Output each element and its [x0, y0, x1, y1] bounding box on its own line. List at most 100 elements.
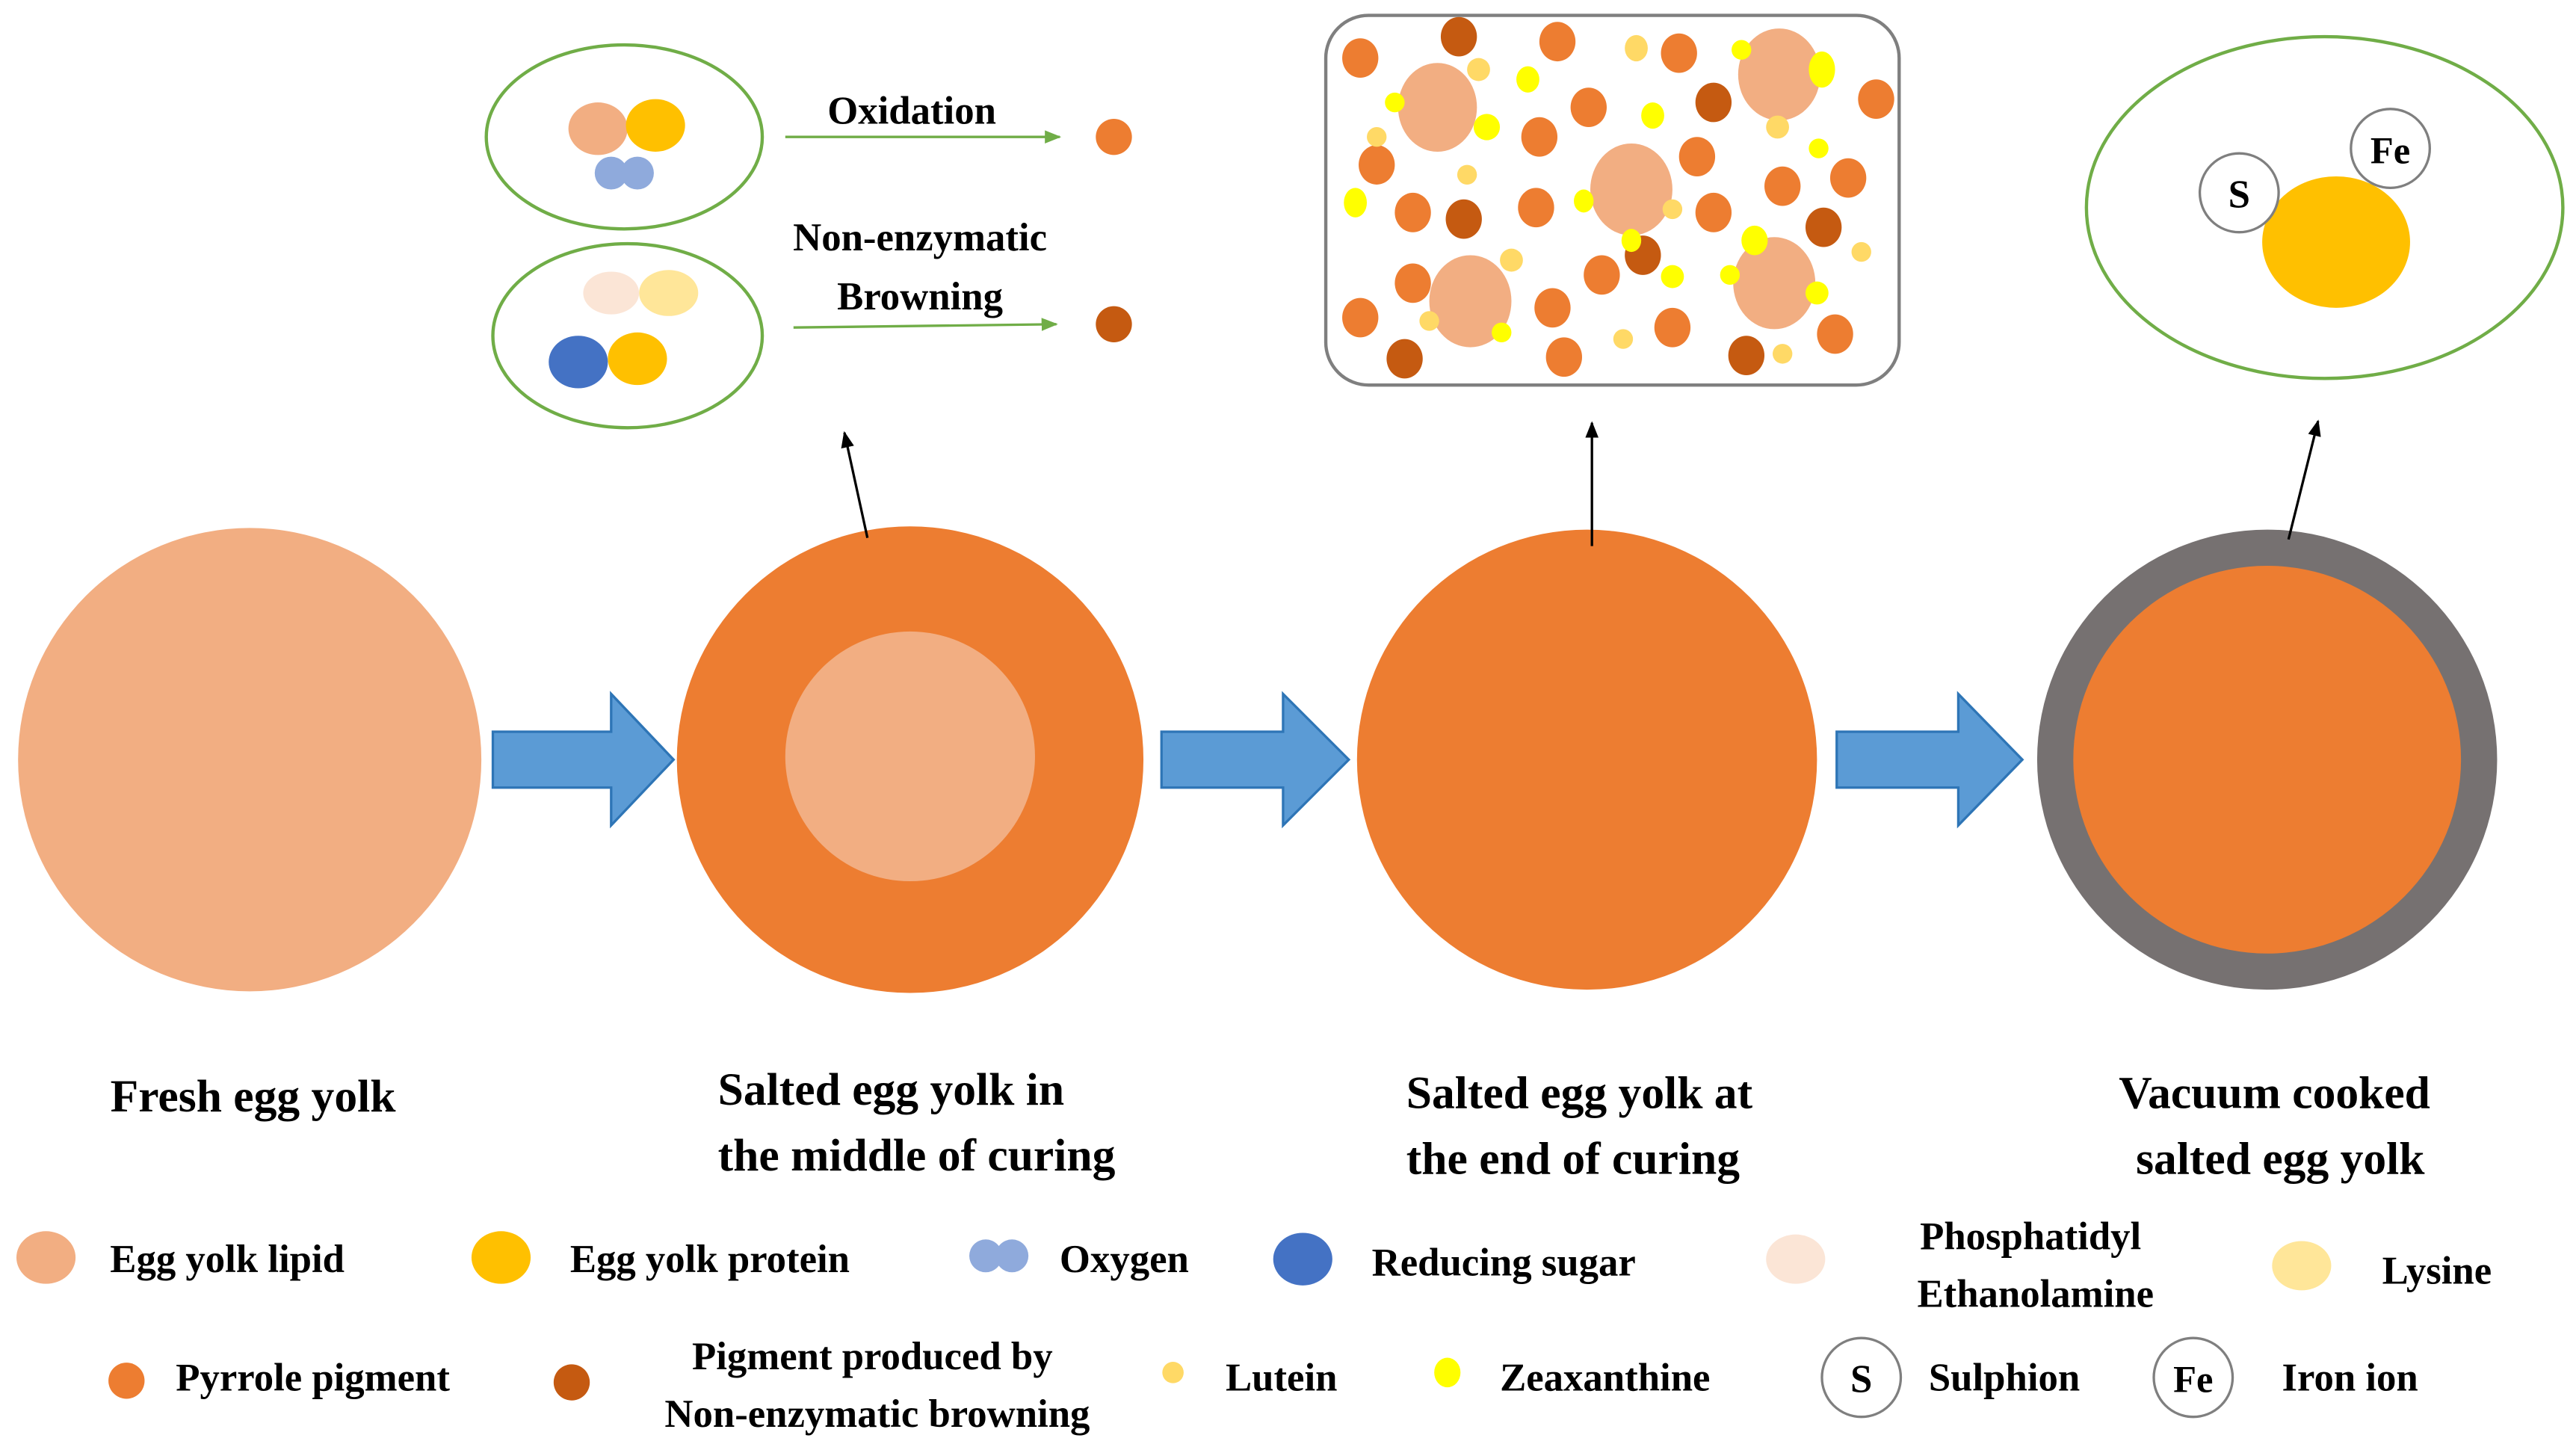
lipid-droplet	[1738, 28, 1820, 121]
lipid-droplet	[1429, 255, 1512, 348]
browning-product-pigment	[1096, 306, 1132, 342]
lutein-particle	[1662, 199, 1683, 220]
cooked-yolk	[2036, 529, 2498, 990]
cooked-zoom: S Fe	[2084, 34, 2565, 380]
pyrrole-pigment	[1521, 117, 1558, 157]
lutein-particle	[1766, 115, 1789, 139]
legend-swatch-reducing-sugar	[1273, 1232, 1332, 1286]
pyrrole-pigment	[1695, 192, 1732, 232]
zeaxanthine-particle	[1385, 92, 1405, 113]
oxidation-product-pyrrole	[1096, 119, 1132, 155]
pyrrole-pigment	[1829, 158, 1867, 198]
zeaxanthine-particle	[1661, 265, 1684, 289]
legend-label-lysine: Lysine	[2382, 1250, 2492, 1293]
pyrrole-pigment	[1359, 145, 1395, 185]
protein-molecule-2	[608, 332, 667, 386]
legend-swatch-pyrrole	[108, 1363, 145, 1399]
legend-label-sulphion: Sulphion	[1929, 1357, 2080, 1400]
lutein-particle	[1367, 127, 1387, 147]
zeaxanthine-particle	[1805, 281, 1829, 305]
legend-swatch-browning-pigment	[553, 1364, 590, 1401]
oxygen-molecule-a	[594, 156, 628, 190]
legend-label-lutein: Lutein	[1226, 1357, 1338, 1400]
stage-label-cooked: Vacuum cooked salted egg yolk	[2119, 1067, 2441, 1184]
lipid-molecule	[568, 102, 628, 155]
lipid-droplet	[1733, 237, 1816, 330]
lutein-particle	[1851, 241, 1871, 262]
legend-swatch-lipid	[16, 1231, 76, 1284]
legend-label-pyrrole: Pyrrole pigment	[176, 1357, 450, 1400]
browning-label-line1: Non-enzymatic	[793, 216, 1047, 259]
legend-label-zeaxanthine: Zeaxanthine	[1500, 1357, 1710, 1400]
cooked-protein	[2262, 176, 2410, 308]
lutein-particle	[1500, 248, 1523, 272]
stage-arrow-1	[491, 691, 676, 829]
pyrrole-pigment	[1394, 263, 1431, 303]
legend-sulphion-symbol: S	[1850, 1358, 1872, 1401]
pyrrole-pigment	[1678, 137, 1716, 176]
pyrrole-pigment	[1817, 314, 1853, 354]
stage-arrow-3	[1835, 691, 2024, 829]
reducing-sugar-molecule	[549, 336, 608, 389]
zeaxanthine-particle	[1574, 189, 1594, 213]
stage-label-middle: Salted egg yolk in the middle of curing	[718, 1064, 1116, 1181]
iron-ion-icon	[2350, 108, 2431, 189]
pyrrole-pigment	[1764, 166, 1801, 206]
browning-pigment	[1386, 339, 1423, 379]
legend-label-iron-ion: Iron ion	[2282, 1357, 2418, 1400]
pyrrole-pigment	[1534, 288, 1571, 328]
pyrrole-pigment	[1654, 307, 1691, 348]
legend-swatch-protein	[471, 1231, 531, 1284]
protein-molecule	[626, 99, 685, 152]
legend-swatch-lysine	[2272, 1241, 2332, 1291]
oxygen-molecule-b	[620, 156, 654, 190]
iron-ion-symbol: Fe	[2370, 129, 2410, 171]
zoom-particles	[1342, 16, 1894, 379]
oxidation-reaction: Oxidation	[484, 43, 1132, 231]
middle-yolk-core	[785, 631, 1035, 882]
lysine-molecule	[639, 270, 699, 316]
pyrrole-pigment	[1584, 255, 1620, 295]
zeaxanthine-particle	[1641, 102, 1664, 129]
legend-swatch-zeaxanthine	[1434, 1357, 1461, 1388]
zoom-arrow-cooked	[2287, 419, 2321, 540]
end-curing-yolk-circle	[1356, 529, 1817, 990]
end-curing-zoom	[1323, 13, 1901, 387]
zeaxanthine-particle	[1809, 51, 1835, 88]
browning-reaction: Non-enzymatic Browning	[491, 216, 1132, 430]
oxidation-label: Oxidation	[827, 90, 996, 133]
pyrrole-pigment	[1570, 87, 1607, 128]
lutein-particle	[1613, 329, 1634, 349]
legend-label-reducing-sugar: Reducing sugar	[1372, 1241, 1636, 1285]
lutein-particle	[1625, 34, 1648, 62]
zeaxanthine-particle	[1732, 40, 1752, 60]
legend-iron-ion-icon	[2152, 1336, 2234, 1419]
pyrrole-pigment	[1539, 22, 1576, 62]
legend-iron-ion-symbol: Fe	[2173, 1359, 2213, 1401]
stage-label-fresh: Fresh egg yolk	[111, 1071, 397, 1122]
browning-pigment	[1445, 199, 1482, 239]
zeaxanthine-particle	[1741, 225, 1768, 256]
fresh-yolk-circle	[18, 528, 482, 992]
legend-swatch-oxygen	[969, 1239, 1029, 1273]
lutein-particle	[1467, 58, 1490, 81]
browning-pigment	[1805, 207, 1842, 247]
zeaxanthine-particle	[1621, 229, 1642, 253]
cooked-yolk-core	[2073, 565, 2462, 954]
pyrrole-pigment	[1394, 192, 1431, 232]
lutein-particle	[1419, 311, 1439, 331]
legend-sulphion-icon	[1820, 1336, 1903, 1419]
zeaxanthine-particle	[1809, 138, 1829, 158]
lipid-droplet	[1590, 143, 1672, 236]
sulphion-icon	[2198, 152, 2280, 234]
legend: Egg yolk lipid Egg yolk protein Oxygen R…	[16, 1215, 2492, 1436]
pyrrole-pigment	[1342, 297, 1379, 338]
browning-pigment	[1695, 82, 1732, 123]
zeaxanthine-particle	[1473, 114, 1501, 141]
lutein-particle	[1457, 164, 1477, 185]
browning-arrow	[793, 318, 1058, 331]
sulphion-symbol: S	[2228, 173, 2250, 217]
legend-swatch-pe	[1766, 1234, 1826, 1284]
browning-pigment	[1440, 16, 1477, 57]
